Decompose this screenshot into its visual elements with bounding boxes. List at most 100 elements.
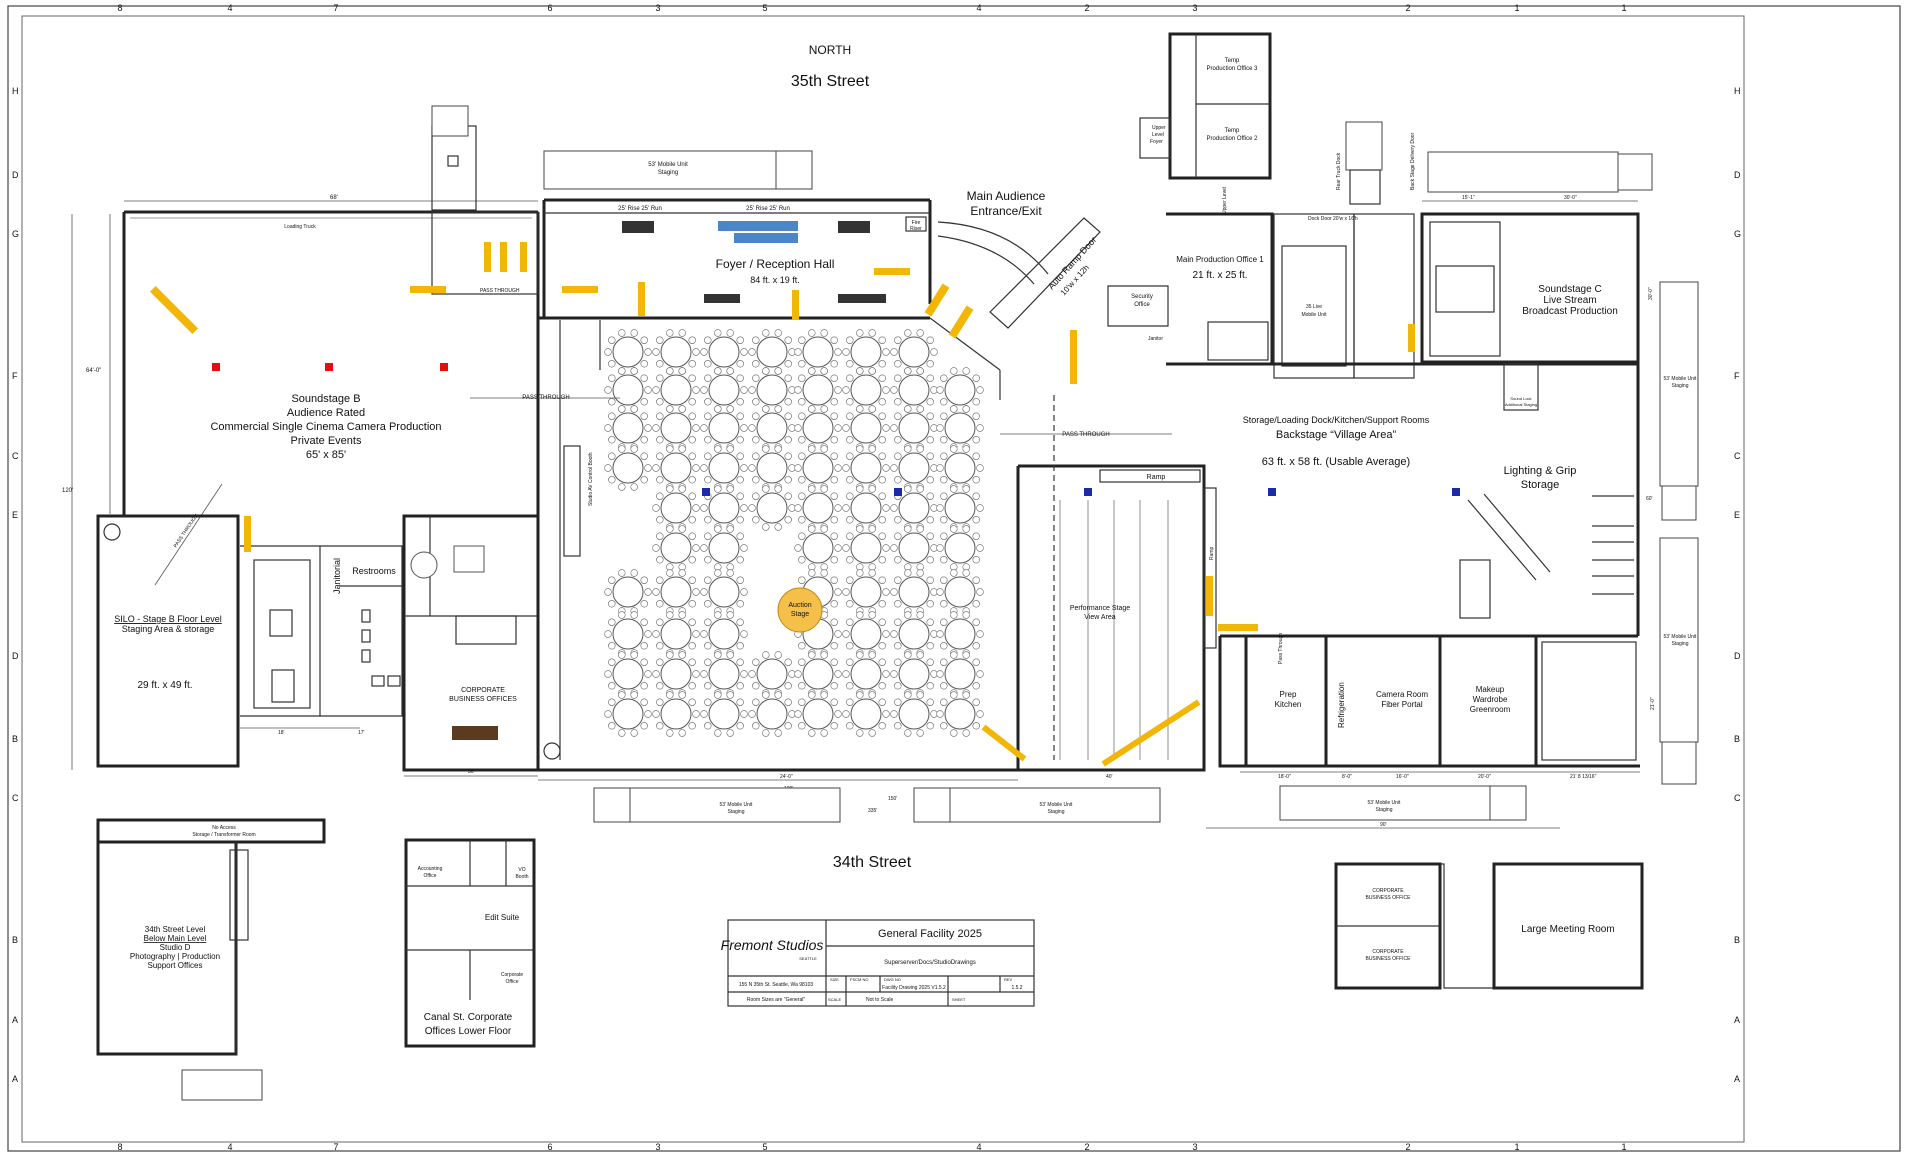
foyer-reception-hall: 25' Rise 25' Run 25' Rise 25' Run Foyer … [538, 198, 932, 320]
frame-column-labels: 8 4 7 6 3 5 4 2 3 2 1 1 [117, 3, 1626, 13]
red-marker [212, 363, 220, 371]
temp2-l1: Temp [1225, 128, 1240, 134]
banquet-table [604, 651, 652, 697]
banquet-table [652, 367, 700, 413]
auto-ramp: Auto Ramp Door 10'w x 12h [989, 217, 1101, 329]
dim-left-height: 120' [62, 488, 73, 494]
corp-office-l2: Office [506, 979, 519, 985]
banquet-table [700, 367, 748, 413]
col-label: 3 [655, 1142, 660, 1152]
row-label: H [1734, 86, 1741, 96]
pass-through-stage-b: PASS THROUGH [522, 395, 569, 401]
banquet-table [936, 569, 984, 615]
banquet-table [700, 569, 748, 615]
street-north: 35th Street [791, 73, 870, 90]
red-marker [325, 363, 333, 371]
corp-office-l1: Corporate [501, 972, 523, 978]
fire-riser-l2: Riser [910, 226, 922, 232]
edit-suite-label: Edit Suite [485, 913, 520, 922]
banquet-table [936, 445, 984, 491]
banquet-table [652, 569, 700, 615]
loading-truck-label: Loading Truck [284, 224, 316, 230]
row-label: H [12, 86, 19, 96]
makeup-l3: Greenroom [1470, 705, 1511, 714]
banquet-table [842, 691, 890, 737]
banquet-table [890, 651, 938, 697]
mu2-label: 53' Mobile Unit [1040, 802, 1074, 808]
dim-c-30: 30'-0" [1564, 195, 1577, 201]
corp-offices-l2: BUSINESS OFFICES [449, 696, 517, 703]
col-label: 8 [117, 1142, 122, 1152]
banquet-table [936, 485, 984, 531]
tb-dwg-no: Facility Drawing 2025 V1.5.2 [882, 985, 946, 991]
dim-hall-335: 335' [868, 808, 877, 814]
studio-d-l3: Studio D [160, 943, 191, 952]
banquet-table [842, 651, 890, 697]
refrigeration-label: Refrigeration [1337, 682, 1346, 728]
ramp-side-label: Ramp [1209, 546, 1215, 560]
canal-l2: Offices Lower Floor [425, 1026, 512, 1037]
temp-production-offices: Temp Production Office 3 Temp Production… [1139, 32, 1272, 214]
banquet-table [604, 569, 652, 615]
banquet-table [936, 691, 984, 737]
row-label: F [12, 371, 18, 381]
col-label: 7 [333, 3, 338, 13]
banquet-table [748, 445, 796, 491]
banquet-table [936, 611, 984, 657]
dim-k-90: 90' [1380, 822, 1387, 828]
east-mu2-staging: Staging [1672, 641, 1689, 647]
banquet-table [842, 405, 890, 451]
banquet-table [794, 405, 842, 451]
sound-lock-l1: Sound Lock [1510, 396, 1531, 401]
dock-door-label: Dock Door 20'w x 16'h [1308, 216, 1358, 222]
dim-k-20: 20'-0" [1478, 774, 1491, 780]
auction-stage [777, 587, 823, 633]
tb-address: 155 N 35th St. Seattle, Wa 98103 [739, 982, 814, 988]
banquet-table [890, 525, 938, 571]
egress-arrow [500, 242, 507, 272]
egress-arrow [410, 286, 446, 293]
main-prod-title: Main Production Office 1 [1176, 255, 1264, 264]
dim-stage-40: 40' [1106, 774, 1113, 780]
banquet-table [604, 445, 652, 491]
banquet-table [604, 367, 652, 413]
banquet-table [936, 405, 984, 451]
frame-row-labels-right: H D G F C E D B C B A A [1734, 86, 1741, 1084]
control-booth-label: Studio AV Control Booth [588, 452, 594, 506]
blue-marker [1084, 488, 1092, 496]
soundstage-b-line2: Commercial Single Cinema Camera Producti… [210, 421, 441, 433]
blue-marker [702, 488, 710, 496]
village-size: 63 ft. x 58 ft. (Usable Average) [1262, 456, 1410, 468]
dim-k-16: 16'-0" [1396, 774, 1409, 780]
soundstage-b-size: 65' x 85' [306, 449, 346, 461]
blue-marker [1268, 488, 1276, 496]
banquet-table [748, 367, 796, 413]
mu1-label: 53' Mobile Unit [720, 802, 754, 808]
pass-through-label: PASS THROUGH [173, 513, 200, 549]
dim-c-30v: 30'-0" [1648, 287, 1654, 300]
banquet-table [652, 445, 700, 491]
banquet-table [842, 485, 890, 531]
row-label: G [12, 229, 19, 239]
col-label: 1 [1621, 1142, 1626, 1152]
upper-level-label: Upper Level [1222, 187, 1228, 214]
tb-scale: Not to Scale [866, 997, 893, 1003]
soundstage-c: Soundstage C Live Stream Broadcast Produ… [1420, 151, 1654, 364]
banquet-table [794, 525, 842, 571]
prep-kitchen-pass: Pass Through [1278, 633, 1284, 664]
egress-arrow [981, 724, 1027, 762]
egress-arrow [484, 242, 491, 272]
egress-arrow [244, 516, 251, 552]
tb-scale-label: SCALE [828, 997, 841, 1002]
egress-arrow [562, 286, 598, 293]
egress-arrow [1070, 330, 1077, 384]
egress-arrows [149, 242, 1415, 767]
col-label: 2 [1405, 3, 1410, 13]
southeast-offices: CORPORATE BUSINESS OFFICE CORPORATE BUSI… [1334, 862, 1644, 990]
tb-note: Room Sizes are "General" [747, 997, 806, 1003]
soundstage-b-title: Soundstage B [291, 393, 360, 405]
main-prod-size: 21 ft. x 25 ft. [1192, 270, 1247, 281]
top-mobile-unit: 53' Mobile Unit Staging [543, 150, 813, 190]
egress-arrow [1408, 324, 1415, 352]
dim-k-8: 8'-0" [1342, 774, 1352, 780]
